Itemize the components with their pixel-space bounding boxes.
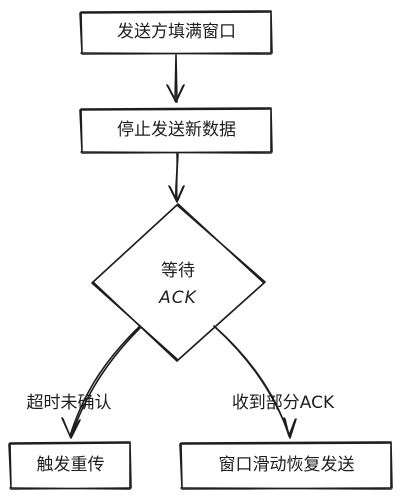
arrow-stop-to-decision (174, 153, 179, 202)
arrowhead-start-to-stop (166, 84, 185, 103)
stop-box (79, 107, 273, 154)
timeout-box-label: 触发重传 (36, 455, 105, 475)
partial-ack-edge-label: 收到部分ACK (231, 393, 335, 413)
timeout-box (8, 441, 132, 490)
decision-label-line1: 等待 (161, 261, 195, 281)
decision-diamond (91, 203, 266, 362)
stop-box-label: 停止发送新数据 (117, 120, 236, 140)
start-box (79, 10, 273, 55)
arrow-decision-to-timeout (69, 325, 142, 438)
partial-box-label: 窗口滑动恢复发送 (218, 455, 355, 475)
arrowhead-decision-to-timeout (61, 417, 81, 439)
arrowhead-decision-to-partial (283, 417, 297, 439)
arrow-start-to-stop (174, 54, 178, 103)
start-box-label: 发送方填满窗口 (117, 22, 236, 42)
decision-label-line2: ACK (159, 288, 197, 308)
timeout-edge-label: 超时未确认 (26, 393, 112, 413)
arrow-decision-to-partial (213, 325, 291, 438)
arrowhead-stop-to-decision (168, 185, 185, 203)
partial-box (179, 441, 393, 490)
